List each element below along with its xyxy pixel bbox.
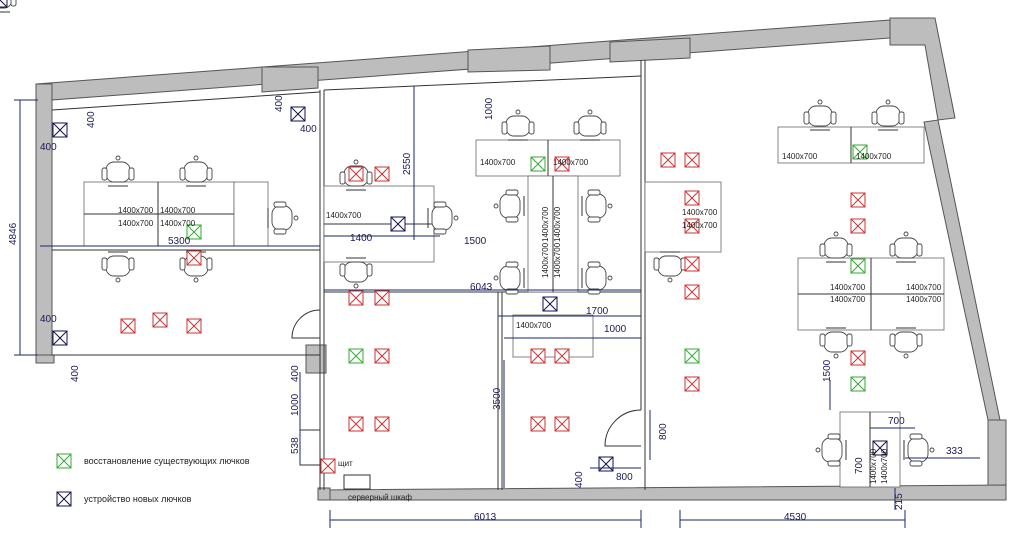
dim-1000: 1000: [604, 324, 627, 335]
dim-400: 400: [40, 314, 57, 325]
desk-label: 1400x700: [160, 219, 196, 228]
dim-333: 333: [946, 446, 963, 457]
dimension-lines: [14, 86, 980, 528]
dim-1000: 1000: [290, 393, 301, 416]
dim-6013: 6013: [474, 512, 497, 523]
dim-1500: 1500: [822, 359, 833, 382]
dim-2550: 2550: [402, 152, 413, 175]
legend-item-restore: восстановление существующих лючков: [56, 453, 296, 469]
legend-item-new: устройство новых лючков: [56, 491, 296, 507]
desk-label: 1400x700: [118, 219, 154, 228]
dim-400: 400: [300, 124, 317, 135]
desk-label: 1400x700: [856, 152, 892, 161]
dim-5300: 5300: [168, 236, 191, 247]
dim-400: 400: [70, 365, 81, 382]
desk-label: 1400x700: [906, 283, 942, 292]
dim-700: 700: [854, 457, 865, 474]
desk-label: 1400x700: [782, 152, 818, 161]
desk-label: 1400x700: [830, 295, 866, 304]
panel-label: щит: [338, 459, 353, 468]
dim-1000: 1000: [484, 97, 495, 120]
dim-6043: 6043: [470, 282, 493, 293]
dim-4530: 4530: [784, 512, 807, 523]
legend-restore-label: восстановление существующих лючков: [84, 456, 250, 466]
desk-label: 1400x700: [541, 242, 550, 278]
desk-label: 1400x700: [880, 448, 889, 484]
legend: восстановление существующих лючков устро…: [56, 453, 296, 507]
service-items: серверный шкаф щит: [338, 459, 412, 502]
dim-800: 800: [616, 472, 633, 483]
desk-label: 1400x700: [682, 221, 718, 230]
desk-label: 1400x700: [682, 208, 718, 217]
dim-1500: 1500: [464, 236, 487, 247]
desk-label: 1400x700: [553, 158, 589, 167]
dim-400: 400: [574, 471, 585, 488]
desk-labels: 1400x700 1400x700 1400x700 1400x700 1400…: [118, 152, 942, 484]
walls: [35, 17, 1007, 501]
dim-400: 400: [40, 142, 57, 153]
dim-400: 400: [86, 111, 97, 128]
desk-label: 1400x700: [326, 211, 362, 220]
dim-1700: 1700: [586, 306, 609, 317]
desk-label: 1400x700: [553, 242, 562, 278]
desk-label: 1400x700: [480, 158, 516, 167]
floor-hatches: [0, 0, 888, 474]
dim-1400: 1400: [350, 233, 373, 244]
desks: [83, 126, 945, 488]
dimension-labels: 4846 400 400 400 400 5300 1400 2550 1500…: [8, 95, 963, 523]
server-cabinet-label: серверный шкаф: [348, 493, 412, 502]
dim-538: 538: [290, 437, 301, 454]
dim-215: 215: [894, 493, 905, 510]
desk-label: 1400x700: [830, 283, 866, 292]
new-hatch-icon: [56, 491, 72, 507]
dim-800: 800: [658, 423, 669, 440]
desk-label: 1400x700: [869, 448, 878, 484]
desk-label: 1400x700: [553, 206, 562, 242]
dim-700: 700: [888, 416, 905, 427]
desk-label: 1400x700: [160, 206, 196, 215]
dim-4846: 4846: [8, 222, 19, 245]
legend-new-label: устройство новых лючков: [84, 494, 192, 504]
dim-400: 400: [290, 365, 301, 382]
dim-400: 400: [274, 95, 285, 112]
desk-label: 1400x700: [516, 321, 552, 330]
desk-label: 1400x700: [541, 206, 550, 242]
dim-3500: 3500: [492, 387, 503, 410]
desk-label: 1400x700: [118, 206, 154, 215]
desk-label: 1400x700: [906, 295, 942, 304]
restore-hatch-icon: [56, 453, 72, 469]
